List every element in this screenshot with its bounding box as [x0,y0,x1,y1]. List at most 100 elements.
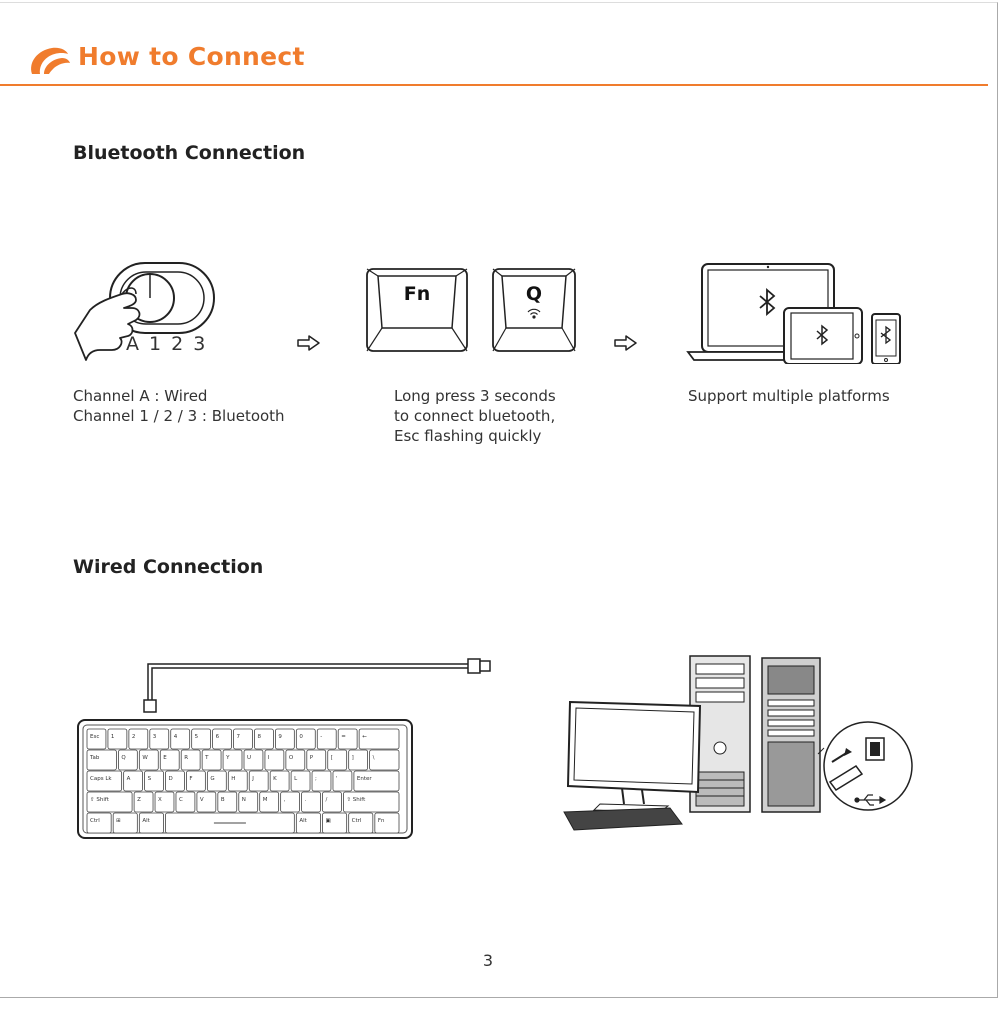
keyboard-key [138,749,159,771]
keyboard-key-label: S [148,776,152,782]
keyboard-key [196,791,217,813]
keyboard-key [133,791,154,813]
keyboard-key [301,791,321,813]
platforms-caption: Support multiple platforms [688,387,890,405]
keyboard-key [159,749,180,771]
page-header: How to Connect [0,40,988,86]
keyboard-key-label: N [242,797,246,803]
keyboard-key-label: Ctrl [352,818,362,824]
keyboard-key-label: ⇧ Shift [346,796,366,803]
page-title: How to Connect [78,42,305,71]
keyboard-key-label: 6 [216,734,220,740]
tablet-icon [783,307,863,364]
keyboard-key [123,770,143,792]
keyboard-key [227,770,248,792]
q-key-label: Q [526,283,542,305]
keyboard-key-label: ] [352,755,354,761]
keyboard-key-label: 3 [153,734,157,740]
keyboard-key [86,812,112,834]
keyboard-key [348,749,368,771]
keyboard-key [243,749,264,771]
keyboard-key-label: F [189,776,192,782]
keyboard-key [353,770,400,792]
keyboard-key [259,791,280,813]
keyboard-key-label: J [251,776,254,782]
keyboard-key [374,812,400,834]
usb-port-zoom [817,721,913,811]
fn-key-label: Fn [404,283,431,305]
q-key-icon: Q [492,268,576,352]
keyboard-key [285,749,306,771]
keyboard-key-label: 2 [132,734,136,740]
keyboard-key [290,770,311,792]
keyboard-key [201,749,222,771]
keyboard-key [337,728,358,750]
keyboard-key [170,728,191,750]
keyboard-key [306,749,327,771]
keyboard-key-label: [ [331,755,333,761]
keyboard-key-label: Alt [299,818,307,824]
keyboard-key [86,749,117,771]
keyboard-key-label: 5 [195,734,199,740]
keyboard-key [295,728,316,750]
bluetooth-icon [759,288,776,316]
keyboard-key-label: \ [373,755,375,761]
keyboard-key-label: ⇧ Shift [90,796,110,803]
keyboard-key [269,770,290,792]
keyboard-key-label: . [305,797,307,803]
keyboard-key-label: ' [336,776,338,782]
fn-key-icon: Fn [366,268,468,352]
keyboard-key-label: / [326,797,328,803]
keyboard-key-label: M [263,797,268,803]
keyboard-key-label: Enter [357,776,373,782]
wired-heading: Wired Connection [73,556,264,578]
usb-icon [854,794,887,806]
monitor-icon [566,700,702,813]
keyboard-key [348,812,374,834]
keyboard-key [212,728,232,750]
channel-switch-illustration [74,262,215,361]
keyboard-key-label: D [169,776,173,782]
keyboard-key-label: ; [315,776,317,782]
keyboard-key-label: W [142,755,148,761]
keyboard-key-label: I [268,755,270,761]
keyboard-key [180,749,201,771]
page-number: 3 [482,951,494,970]
keyboard-key [322,812,348,834]
keyboard-key [149,728,170,750]
keyboard-key [186,770,206,792]
keyboard-key-label: R [184,755,188,761]
bluetooth-pair-caption: Long press 3 seconds to connect bluetoot… [394,387,556,445]
keyboard-small-icon [563,807,683,831]
keyboard-key [128,728,149,750]
keyboard-key [222,749,243,771]
keyboard-key [206,770,227,792]
keyboard-key-label: V [200,797,204,803]
keyboard-key [332,770,353,792]
arrow-right-icon [297,335,320,351]
keyboard-key-label: 0 [299,734,303,740]
keyboard-key [165,770,185,792]
keyboard-key-label: T [204,755,209,761]
channel-caption: Channel A : Wired Channel 1 / 2 / 3 : Bl… [73,387,285,425]
keyboard-key [248,770,269,792]
keyboard-key [118,749,138,771]
usb-cable [143,658,491,713]
keyboard-key-label: G [210,776,214,782]
keyboard-key [138,812,164,834]
keyboard-key-label: Fn [378,818,385,824]
bluetooth-heading: Bluetooth Connection [73,142,306,164]
keyboard-key [107,728,128,750]
keyboard-key-label: 9 [278,734,282,740]
keyboard-key-label: H [231,776,235,782]
keyboard-key [217,791,238,813]
keyboard-key-label: U [247,755,251,761]
phone-icon [871,313,901,364]
keyboard-key [274,728,295,750]
keyboard-key-label: Caps Lk [90,776,112,782]
keyboard-key [264,749,285,771]
keyboard-key-label: B [221,797,225,803]
keyboard-key [322,791,342,813]
page-frame [0,2,998,998]
